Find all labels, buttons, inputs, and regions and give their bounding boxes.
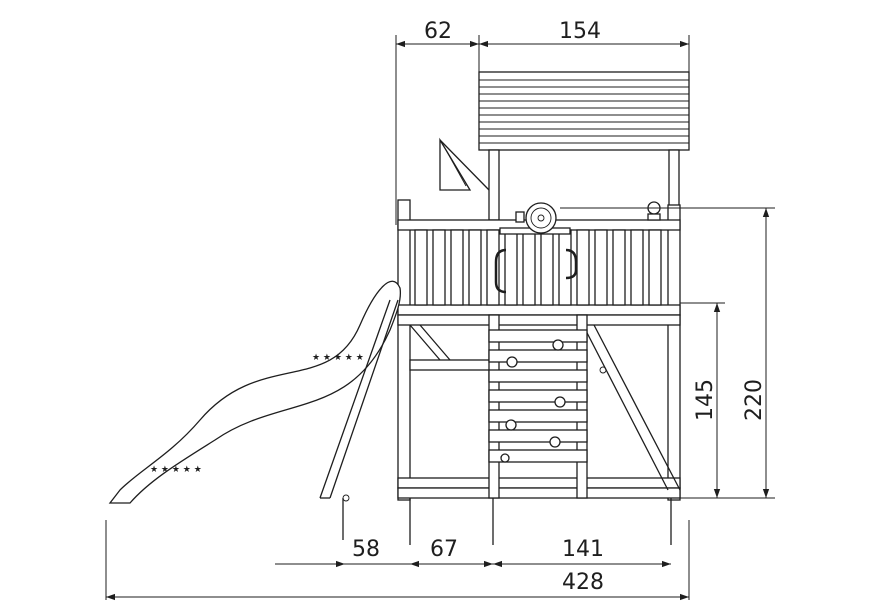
- dimension-extension-lines: [105, 35, 775, 600]
- telescope-icon: [647, 201, 661, 221]
- dim-label-height-platform: 145: [693, 379, 718, 421]
- roof: [478, 71, 690, 151]
- ground-anchors: [342, 498, 672, 545]
- railing-balusters: [414, 229, 662, 306]
- slide-stars: ★ ★ ★ ★ ★ ★ ★ ★ ★ ★: [150, 353, 364, 475]
- deck-railing: [397, 219, 681, 326]
- climbing-holds: [500, 339, 566, 463]
- dim-label-top-right: 154: [559, 19, 601, 44]
- grab-handles: [494, 248, 578, 294]
- lower-frame: [397, 324, 681, 499]
- dim-label-bottom-base: 141: [562, 537, 604, 562]
- dim-label-total-width: 428: [562, 570, 604, 595]
- slide: ★ ★ ★ ★ ★ ★ ★ ★ ★ ★: [108, 280, 402, 504]
- dim-label-top-left: 62: [424, 19, 452, 44]
- roof-slats: [479, 79, 689, 144]
- main-posts: [397, 199, 681, 501]
- flag: [439, 137, 490, 191]
- svg-text:★ ★ ★ ★ ★: ★ ★ ★ ★ ★: [150, 465, 202, 475]
- dim-label-bottom-ladder: 67: [430, 537, 458, 562]
- dim-label-height-total: 220: [742, 379, 767, 421]
- climbing-wall: [488, 314, 588, 499]
- dim-label-bottom-slide: 58: [352, 537, 380, 562]
- svg-text:★ ★ ★ ★ ★: ★ ★ ★ ★ ★: [312, 353, 364, 363]
- steering-wheel-icon: [515, 202, 557, 234]
